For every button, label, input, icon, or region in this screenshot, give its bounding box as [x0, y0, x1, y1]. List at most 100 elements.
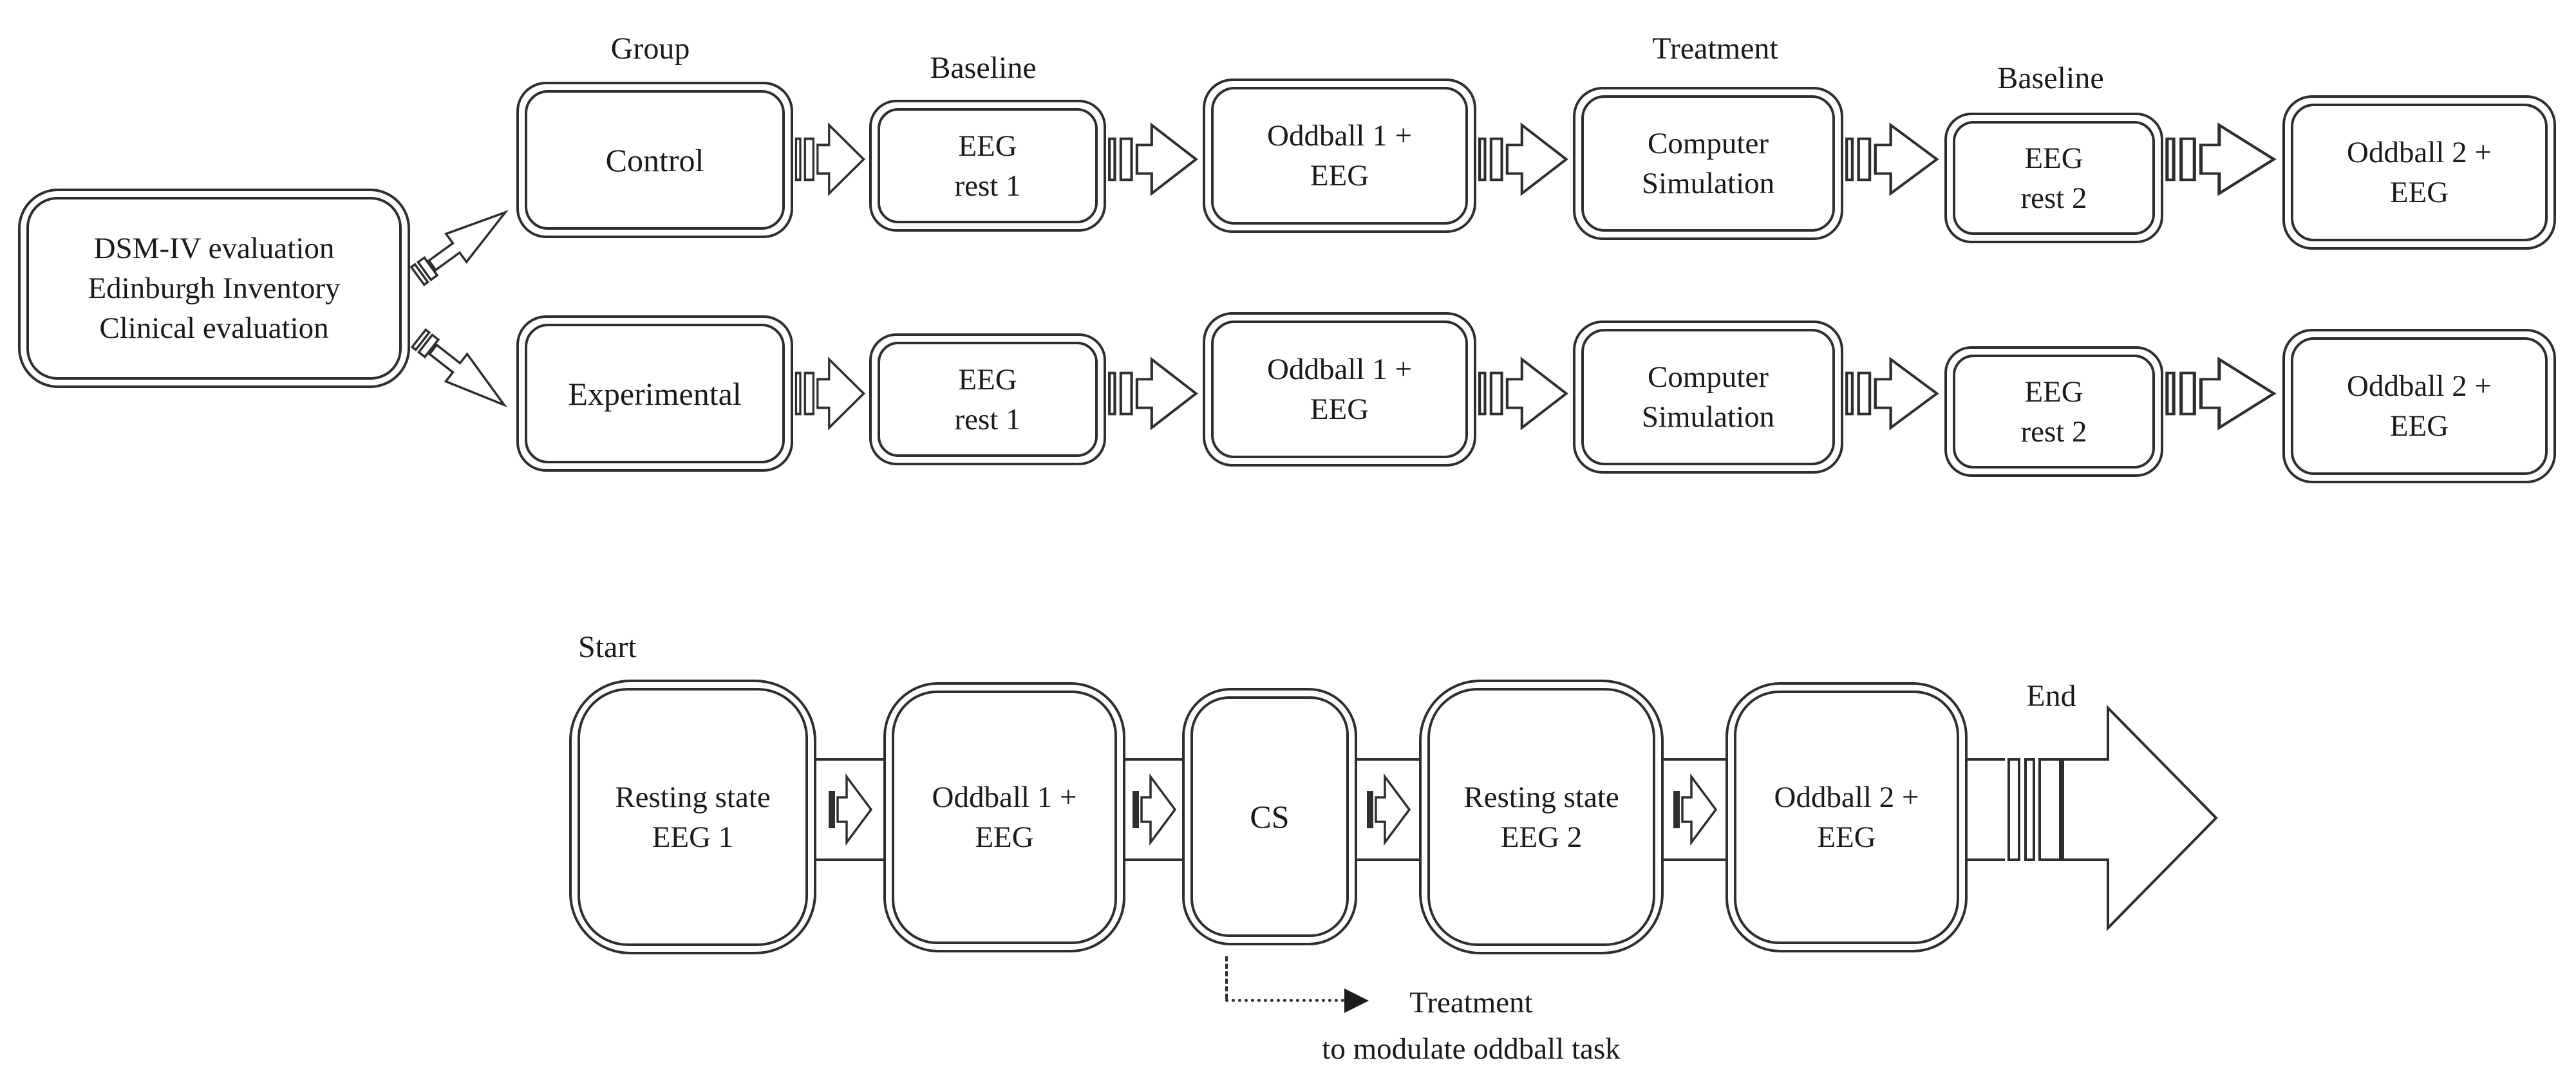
experimental-eeg-rest-2-inner: EEG rest 2 — [1953, 355, 2155, 468]
experimental-computer-simulation-box: Computer Simulation — [1573, 320, 1843, 474]
striped-arrow-icon — [794, 122, 866, 196]
session-oddball-2-line-1: Oddball 2 + — [1774, 781, 1919, 814]
control-eeg-rest-1-line-2: rest 1 — [954, 169, 1021, 203]
experimental-computer-simulation-line-1: Computer — [1648, 360, 1769, 394]
session-cs-box: CS — [1182, 688, 1357, 945]
control-eeg-rest-2-line-2: rest 2 — [2020, 181, 2087, 215]
annotation-text: Treatment to modulate oddball task — [1246, 979, 1697, 1072]
experimental-oddball-1-line-2: EEG — [1310, 393, 1369, 426]
experimental-oddball-2-inner: Oddball 2 + EEG — [2291, 337, 2548, 475]
session-resting-2-line-1: Resting state — [1463, 780, 1619, 814]
control-connector-1 — [794, 113, 868, 206]
control-connector-4 — [1845, 113, 1942, 206]
control-group-box: Control — [516, 82, 793, 238]
experimental-group-box: Experimental — [516, 315, 793, 472]
session-oddball-1-inner: Oddball 1 + EEG — [892, 691, 1117, 944]
channel-arrow-icon — [1133, 773, 1177, 846]
experimental-oddball-2-line-1: Oddball 2 + — [2347, 369, 2492, 403]
group-label: Group — [610, 32, 690, 66]
branch-arrow-to-control — [396, 180, 531, 306]
annotation-arrowhead-icon — [1344, 988, 1369, 1013]
start-label: Start — [578, 630, 637, 664]
experimental-connector-4 — [1845, 347, 1942, 440]
channel-arrow-icon — [1367, 773, 1411, 846]
session-resting-1-inner: Resting state EEG 1 — [578, 688, 808, 946]
control-eeg-rest-2-box: EEG rest 2 — [1944, 113, 2163, 243]
experimental-oddball-1-box: Oddball 1 + EEG — [1203, 312, 1476, 467]
session-oddball-1-line-2: EEG — [975, 821, 1034, 854]
experimental-connector-5 — [2165, 347, 2280, 440]
experimental-computer-simulation-line-2: Simulation — [1641, 400, 1775, 434]
experimental-eeg-rest-1-line-1: EEG — [958, 362, 1017, 396]
session-resting-1-line-1: Resting state — [615, 780, 771, 814]
control-group-box-inner: Control — [525, 90, 785, 230]
striped-arrow-icon — [1845, 122, 1939, 196]
diagonal-striped-arrow-icon — [410, 328, 508, 408]
annotation-dotted-line — [1225, 999, 1344, 1002]
experimental-eeg-rest-1-line-2: rest 1 — [954, 402, 1021, 436]
experimental-connector-1 — [794, 347, 868, 440]
session-oddball-1-box: Oddball 1 + EEG — [883, 682, 1125, 952]
baseline-label-first: Baseline — [930, 51, 1037, 85]
control-computer-simulation-line-2: Simulation — [1641, 167, 1775, 200]
control-group-text: Control — [605, 142, 704, 178]
striped-arrow-icon — [2165, 357, 2277, 431]
screening-line-3: Clinical evaluation — [99, 311, 329, 345]
experimental-computer-simulation-inner: Computer Simulation — [1581, 329, 1835, 465]
experimental-group-text: Experimental — [568, 375, 742, 412]
screening-box-inner: DSM-IV evaluation Edinburgh Inventory Cl… — [26, 197, 402, 380]
screening-line-2: Edinburgh Inventory — [88, 272, 341, 305]
screening-box: DSM-IV evaluation Edinburgh Inventory Cl… — [18, 189, 410, 388]
treatment-label: Treatment — [1652, 32, 1778, 66]
striped-arrow-icon — [1108, 122, 1198, 196]
session-oddball-2-inner: Oddball 2 + EEG — [1734, 691, 1959, 944]
striped-arrow-icon — [794, 357, 866, 431]
control-computer-simulation-box: Computer Simulation — [1573, 87, 1843, 240]
striped-arrow-icon — [2165, 122, 2277, 196]
striped-arrow-icon — [1845, 357, 1939, 431]
session-resting-2-box: Resting state EEG 2 — [1419, 680, 1664, 954]
session-resting-1-line-2: EEG 1 — [652, 820, 734, 854]
control-oddball-1-inner: Oddball 1 + EEG — [1211, 87, 1468, 225]
control-oddball-1-line-2: EEG — [1310, 159, 1369, 192]
experimental-connector-3 — [1478, 347, 1572, 440]
control-oddball-2-box: Oddball 2 + EEG — [2282, 95, 2556, 250]
session-resting-2-inner: Resting state EEG 2 — [1427, 688, 1655, 946]
experimental-oddball-1-inner: Oddball 1 + EEG — [1211, 320, 1468, 458]
control-oddball-1-box: Oddball 1 + EEG — [1203, 79, 1476, 233]
striped-arrow-icon — [1108, 357, 1198, 431]
control-eeg-rest-2-inner: EEG rest 2 — [1953, 121, 2155, 235]
session-oddball-2-line-2: EEG — [1817, 821, 1876, 854]
control-eeg-rest-1-box: EEG rest 1 — [869, 100, 1106, 232]
session-cs-inner: CS — [1190, 696, 1349, 937]
experimental-group-box-inner: Experimental — [525, 324, 785, 463]
control-connector-2 — [1107, 113, 1201, 206]
session-oddball-2-box: Oddball 2 + EEG — [1725, 682, 1968, 952]
control-eeg-rest-1-inner: EEG rest 1 — [878, 108, 1098, 223]
session-channel-2 — [1124, 758, 1183, 861]
control-connector-5 — [2165, 113, 2280, 206]
branch-arrow-to-experimental — [396, 310, 531, 437]
experimental-oddball-2-box: Oddball 2 + EEG — [2282, 329, 2556, 483]
control-eeg-rest-1-line-1: EEG — [958, 129, 1017, 163]
channel-arrow-icon — [829, 773, 873, 846]
session-resting-1-box: Resting state EEG 1 — [569, 680, 816, 954]
experimental-eeg-rest-2-line-2: rest 2 — [2020, 414, 2087, 449]
channel-arrow-icon — [1673, 773, 1718, 846]
experimental-eeg-rest-1-box: EEG rest 1 — [869, 333, 1106, 465]
session-oddball-1-line-1: Oddball 1 + — [932, 781, 1077, 814]
control-oddball-1-line-1: Oddball 1 + — [1267, 119, 1412, 153]
control-connector-3 — [1478, 113, 1572, 206]
control-oddball-2-line-1: Oddball 2 + — [2347, 136, 2492, 169]
striped-arrow-icon — [1478, 357, 1568, 431]
session-channel-3 — [1356, 758, 1420, 861]
control-eeg-rest-2-line-1: EEG — [2024, 141, 2083, 175]
session-channel-1 — [815, 758, 885, 861]
experimental-eeg-rest-2-line-1: EEG — [2024, 375, 2083, 409]
end-label: End — [2026, 679, 2076, 713]
control-computer-simulation-inner: Computer Simulation — [1581, 95, 1835, 232]
control-oddball-2-line-2: EEG — [2389, 176, 2449, 209]
baseline-label-second: Baseline — [1997, 61, 2104, 95]
control-oddball-2-inner: Oddball 2 + EEG — [2291, 104, 2548, 241]
